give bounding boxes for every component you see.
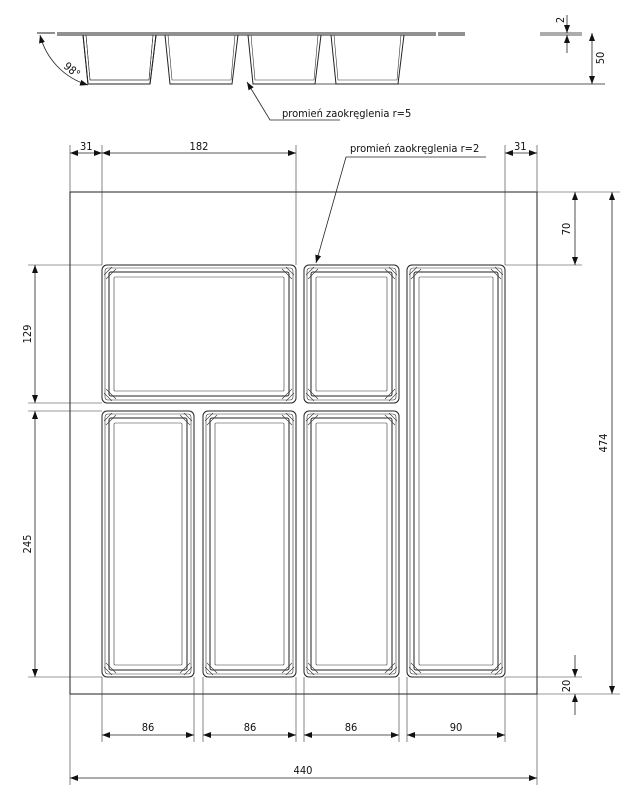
top-view (69, 191, 538, 695)
dim-col2: 86 (244, 721, 257, 734)
dim-total-width: 440 (294, 764, 313, 777)
height-label: 50 (594, 52, 607, 65)
dim-col3: 86 (345, 721, 358, 734)
angle-label: 98° (61, 60, 83, 81)
compartment (406, 264, 506, 678)
dim-bottom-offset: 20 (560, 680, 573, 693)
side-view: 98° 2 50 promień zaokręglenia r=5 (37, 15, 607, 121)
dim-upper-height: 129 (21, 325, 34, 344)
compartment (202, 410, 297, 678)
thickness-label: 2 (554, 17, 567, 23)
radius-note-r5: promień zaokręglenia r=5 (282, 107, 411, 120)
dim-col1: 86 (142, 721, 155, 734)
compartment (101, 264, 297, 404)
radius-note-r2: promień zaokręglenia r=2 (350, 142, 479, 155)
dim-total-depth: 474 (597, 434, 610, 453)
compartment (303, 264, 400, 404)
dim-big-width: 182 (190, 140, 209, 153)
dim-right-margin: 31 (514, 140, 527, 153)
outer-outline (69, 191, 538, 695)
dimensions: 31 182 31 promień zaokręglenia r=2 70 47… (21, 140, 620, 785)
dim-left-margin: 31 (80, 140, 93, 153)
dim-top-offset: 70 (560, 223, 573, 236)
dim-lower-height: 245 (21, 535, 34, 554)
dim-col4: 90 (450, 721, 463, 734)
compartment (303, 410, 400, 678)
compartment (101, 410, 195, 678)
